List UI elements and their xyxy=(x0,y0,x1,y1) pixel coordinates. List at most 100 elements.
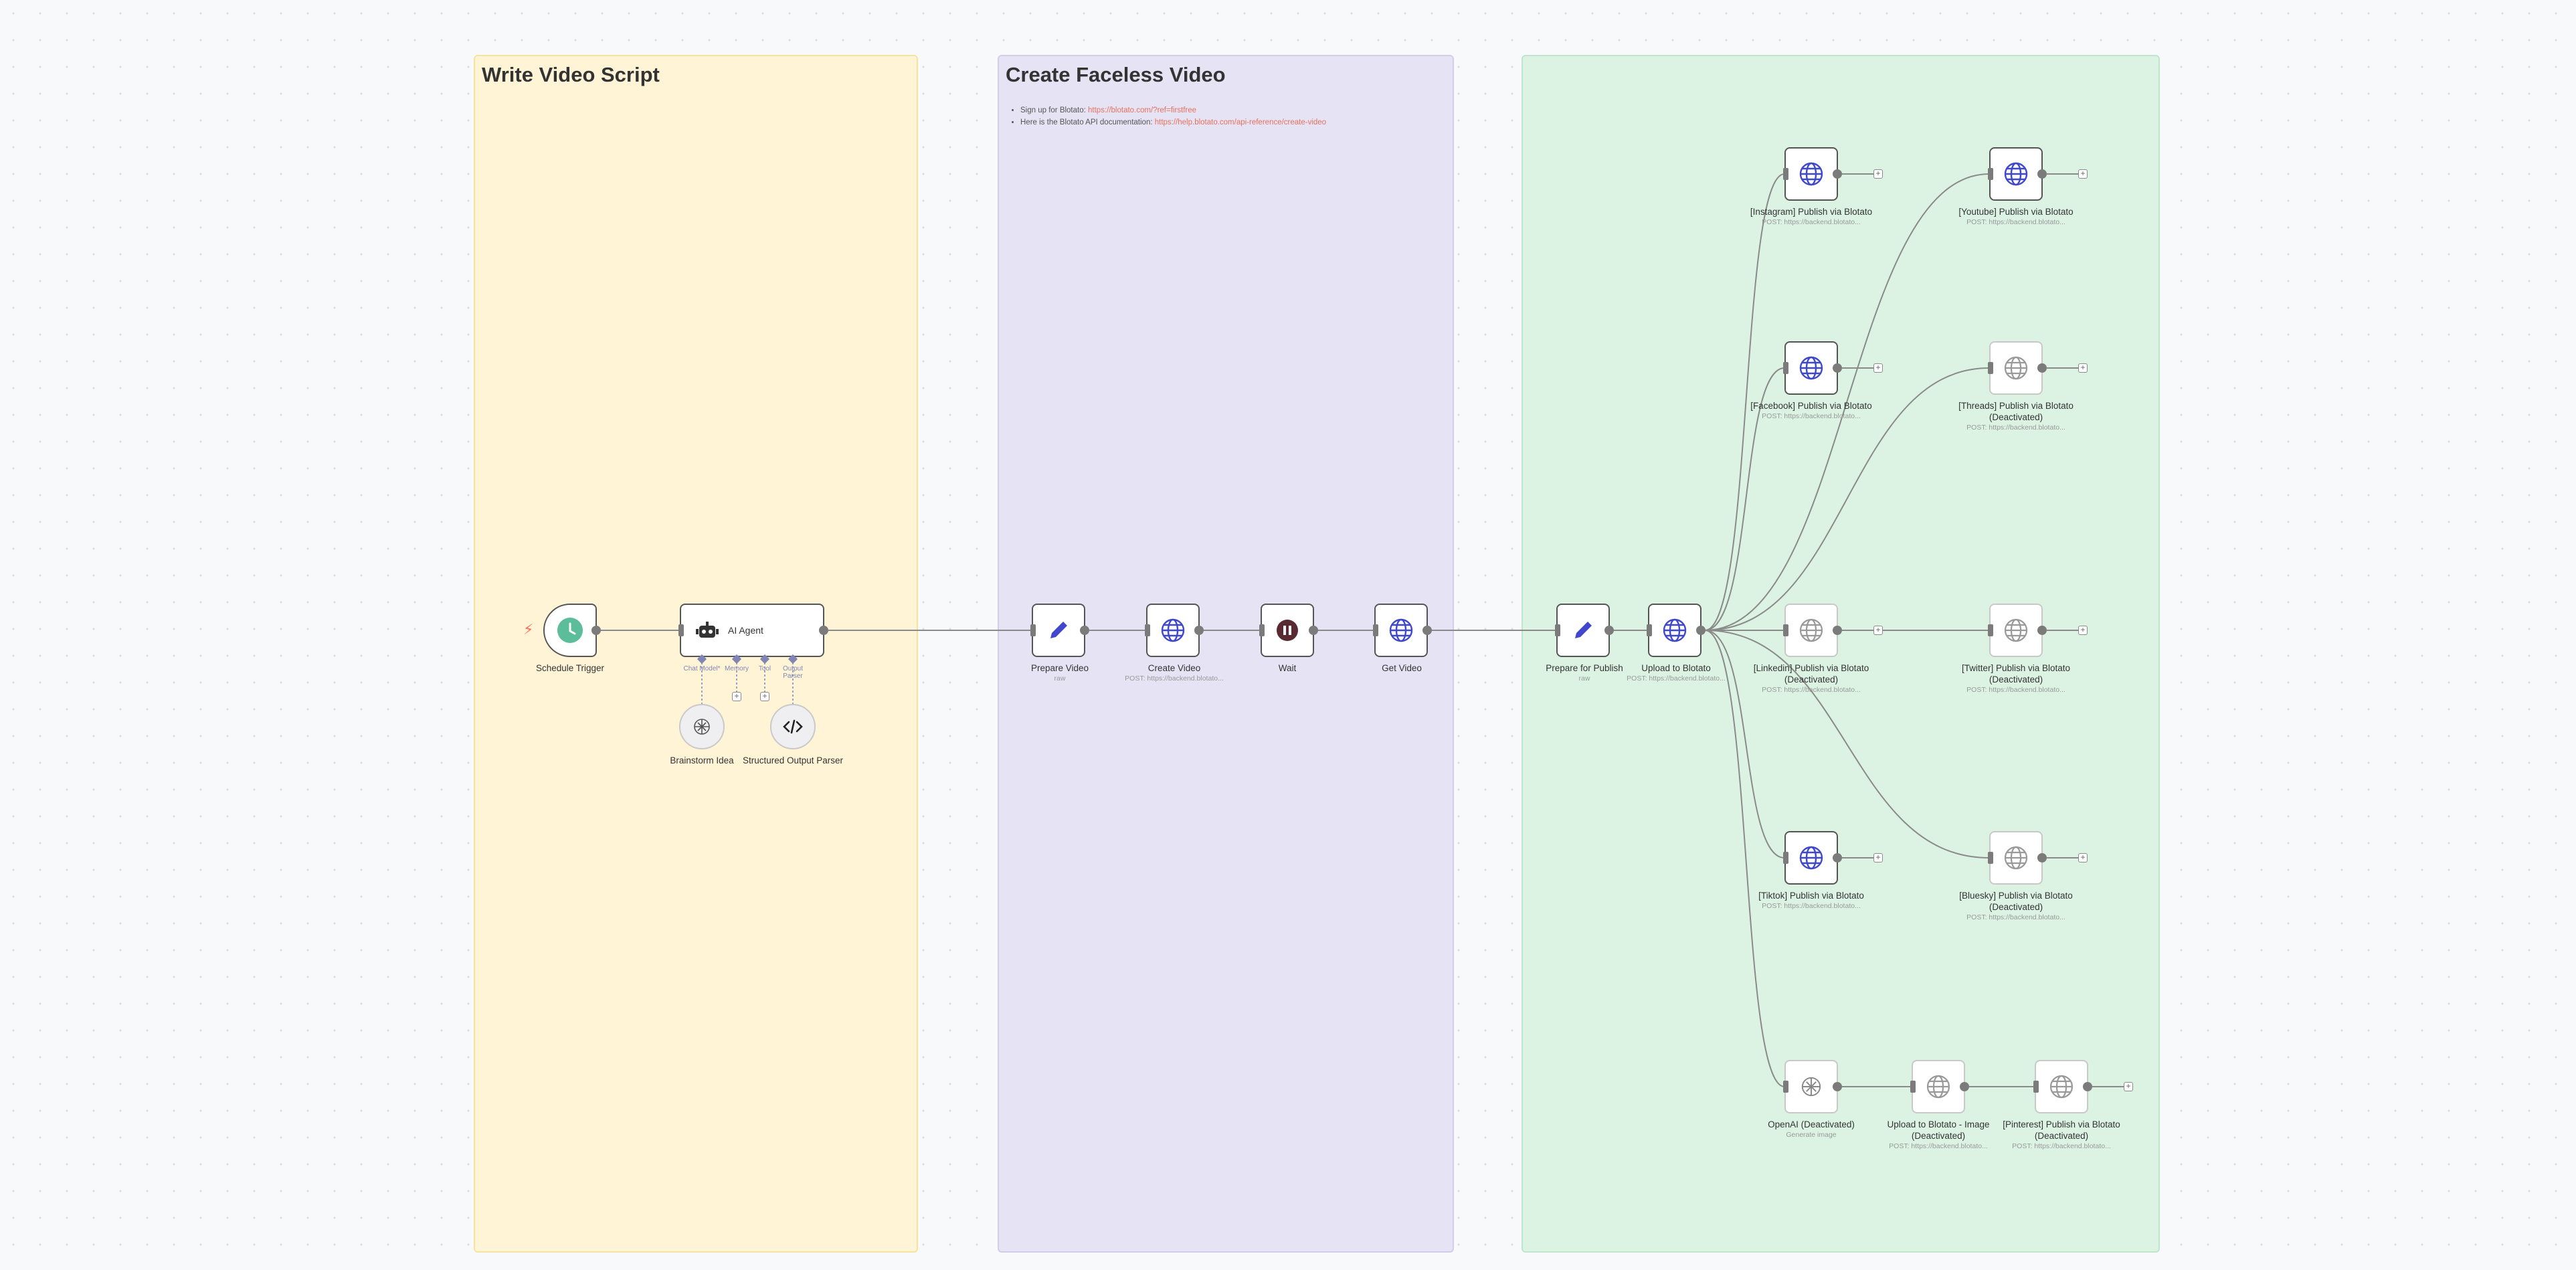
upload-to-blotato-node[interactable] xyxy=(1647,604,1706,657)
output-port[interactable] xyxy=(1696,626,1706,635)
output-port[interactable] xyxy=(2037,169,2047,179)
schedule-trigger-node[interactable] xyxy=(543,604,601,657)
schedule-trigger-label: Schedule Trigger xyxy=(535,663,605,673)
get-video-node[interactable] xyxy=(1373,604,1432,657)
input-port[interactable] xyxy=(1783,362,1788,374)
output-port[interactable] xyxy=(1422,626,1432,635)
twitter-publish-node[interactable] xyxy=(1988,604,2047,657)
bluesky-publish-node[interactable] xyxy=(1988,831,2047,885)
output-port[interactable] xyxy=(591,626,601,635)
upload-image-label: Upload to Blotato - Image (Deactivated)P… xyxy=(1887,1119,1990,1150)
input-port[interactable] xyxy=(1988,852,1993,864)
threads-publish-node[interactable] xyxy=(1988,341,2047,395)
globe-icon xyxy=(1926,1075,1950,1099)
output-port[interactable] xyxy=(1080,626,1089,635)
brainstorm-idea-node[interactable] xyxy=(679,704,725,749)
robot-icon xyxy=(696,622,719,638)
output-port[interactable] xyxy=(2083,1082,2092,1091)
input-port[interactable] xyxy=(1145,624,1150,636)
add-node-button[interactable]: + xyxy=(2124,1082,2133,1091)
add-memory-button[interactable]: + xyxy=(732,692,741,701)
output-port[interactable] xyxy=(1309,626,1318,635)
output-parser-label: Output Parser xyxy=(782,665,804,680)
input-port[interactable] xyxy=(1988,362,1993,374)
pinterest-publish-node[interactable] xyxy=(2033,1060,2092,1113)
create-video-node[interactable] xyxy=(1145,604,1204,657)
add-tool-button[interactable]: + xyxy=(760,692,769,701)
add-node-button[interactable]: + xyxy=(1873,853,1883,863)
output-port[interactable] xyxy=(819,626,828,635)
output-port[interactable] xyxy=(1833,363,1842,373)
input-port[interactable] xyxy=(678,624,684,636)
sticky-title: Write Video Script xyxy=(482,63,660,86)
openai-icon xyxy=(694,719,710,735)
tiktok-publish-node[interactable] xyxy=(1783,831,1842,885)
sticky-title: Create Faceless Video xyxy=(1006,63,1226,86)
input-port[interactable] xyxy=(1259,624,1265,636)
openai-node[interactable] xyxy=(1783,1060,1842,1113)
input-port[interactable] xyxy=(1783,624,1788,636)
structured-output-parser-node[interactable] xyxy=(770,704,816,749)
pencil-icon xyxy=(1575,622,1592,638)
input-port[interactable] xyxy=(1783,852,1788,864)
add-node-button[interactable]: + xyxy=(2078,169,2088,179)
globe-icon xyxy=(1161,618,1185,642)
output-port[interactable] xyxy=(2037,363,2047,373)
globe-icon xyxy=(2004,162,2028,186)
prepare-video-node[interactable] xyxy=(1030,604,1089,657)
openai-icon xyxy=(1801,1077,1821,1097)
globe-icon xyxy=(2004,846,2028,870)
upload-image-node[interactable] xyxy=(1910,1060,1969,1113)
globe-icon xyxy=(1799,356,1823,380)
output-port[interactable] xyxy=(1194,626,1204,635)
linkedin-publish-label: [Linkedin] Publish via Blotato (Deactiva… xyxy=(1753,663,1869,694)
signup-link[interactable]: https://blotato.com/?ref=firstfree xyxy=(1088,106,1197,114)
input-port[interactable] xyxy=(1373,624,1378,636)
globe-icon xyxy=(1799,846,1823,870)
structured-output-parser-label: Structured Output Parser xyxy=(742,755,844,765)
api-docs-link[interactable]: https://help.blotato.com/api-reference/c… xyxy=(1154,118,1327,126)
add-node-button[interactable]: + xyxy=(1873,626,1883,635)
chat-model-label: Chat Model* xyxy=(683,665,721,672)
linkedin-publish-node[interactable] xyxy=(1783,604,1842,657)
youtube-publish-node[interactable] xyxy=(1988,147,2047,201)
output-port[interactable] xyxy=(1833,1082,1842,1091)
input-port[interactable] xyxy=(1783,1081,1788,1093)
input-port[interactable] xyxy=(1555,624,1560,636)
add-node-button[interactable]: + xyxy=(2078,626,2088,635)
add-node-button[interactable]: + xyxy=(1873,363,1883,373)
output-port[interactable] xyxy=(1833,626,1842,635)
bullet-signup: Sign up for Blotato: https://blotato.com… xyxy=(1020,104,1326,116)
ai-agent-node[interactable]: AI Agent xyxy=(678,604,828,657)
output-port[interactable] xyxy=(1833,853,1842,863)
add-node-button[interactable]: + xyxy=(2078,853,2088,863)
input-port[interactable] xyxy=(1988,624,1993,636)
input-port[interactable] xyxy=(1988,168,1993,180)
add-node-button[interactable]: + xyxy=(1873,169,1883,179)
output-port[interactable] xyxy=(2037,626,2047,635)
instagram-publish-node[interactable] xyxy=(1783,147,1842,201)
globe-icon xyxy=(2004,618,2028,642)
get-video-label: Get Video xyxy=(1382,663,1422,673)
output-port[interactable] xyxy=(1833,169,1842,179)
facebook-publish-node[interactable] xyxy=(1783,341,1842,395)
input-port[interactable] xyxy=(1783,168,1788,180)
prepare-for-publish-node[interactable] xyxy=(1555,604,1614,657)
bullet-api-docs: Here is the Blotato API documentation: h… xyxy=(1020,116,1326,128)
clock-icon xyxy=(557,618,583,643)
globe-icon xyxy=(1799,618,1823,642)
input-port[interactable] xyxy=(2033,1081,2039,1093)
add-node-button[interactable]: + xyxy=(2078,363,2088,373)
input-port[interactable] xyxy=(1910,1081,1916,1093)
input-port[interactable] xyxy=(1647,624,1652,636)
input-port[interactable] xyxy=(1030,624,1036,636)
memory-label: Memory xyxy=(724,665,749,672)
output-port[interactable] xyxy=(2037,853,2047,863)
output-port[interactable] xyxy=(1604,626,1614,635)
wait-node[interactable] xyxy=(1259,604,1318,657)
output-port[interactable] xyxy=(1960,1082,1969,1091)
